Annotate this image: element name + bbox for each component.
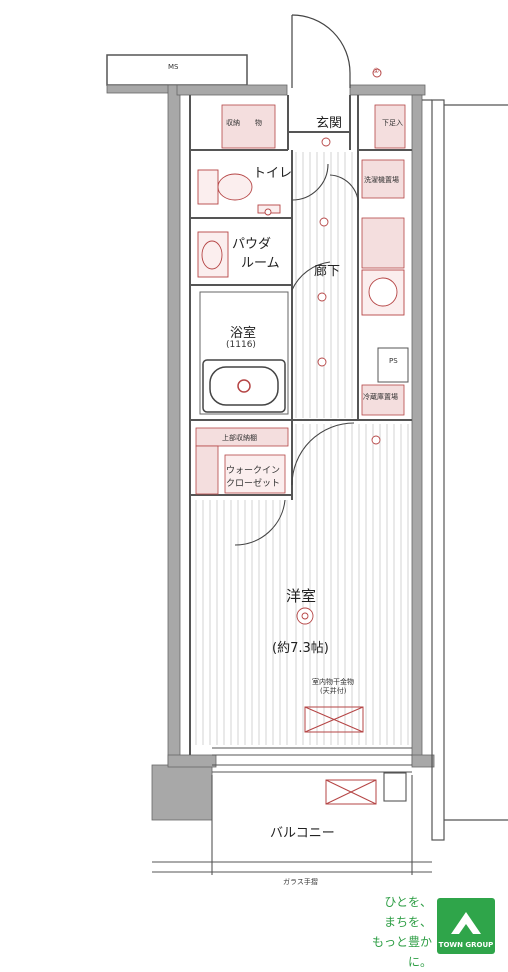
ms-box	[106, 54, 248, 86]
indoor-dryer-label-2: (天井付)	[320, 687, 347, 695]
right-shaft	[422, 99, 508, 841]
balcony-area	[152, 772, 432, 875]
circle-one-label: ①	[373, 67, 380, 75]
bathtub	[202, 359, 286, 413]
storage-small-label: 物	[255, 119, 262, 127]
entrance-label: 玄関	[316, 116, 343, 131]
slogan-line-3: もっと豊かに。	[371, 935, 432, 969]
bath-outline	[199, 291, 289, 415]
fridge-label: 冷蔵庫置場	[363, 393, 398, 401]
western-room-label: 洋室	[286, 587, 317, 605]
powder-basin	[197, 231, 229, 278]
interior-doors	[234, 163, 359, 546]
ac-outdoor-unit	[325, 779, 377, 805]
flooring-stripes	[195, 152, 409, 745]
western-size-label: (約7.3帖)	[272, 641, 329, 656]
bath-size-label: (1116)	[226, 340, 256, 350]
indoor-dryer	[304, 706, 364, 733]
hallway-label: 廊下	[314, 264, 341, 279]
ms-label: MS	[168, 63, 179, 71]
washer-label: 洗濯機置場	[364, 176, 399, 184]
fixtures	[195, 104, 406, 495]
ceiling-lights	[264, 137, 381, 625]
interior-walls	[189, 95, 412, 755]
outer-walls	[106, 84, 435, 821]
slogan-line-1: ひとを、	[384, 895, 432, 909]
town-group-logo: TOWN GROUP	[437, 898, 495, 954]
balcony-label: バルコニー	[270, 826, 335, 841]
powder-room-label-2: ルーム	[241, 256, 280, 271]
marker-circle	[372, 68, 382, 78]
logo-mark-icon	[451, 912, 481, 934]
entrance-door	[291, 14, 351, 88]
glass-rail-label: ガラス手摺	[283, 878, 318, 886]
slogan-line-2: まちを、	[383, 915, 432, 929]
shoe-box-label: 下足入	[382, 119, 403, 127]
logo-text: TOWN GROUP	[438, 941, 494, 949]
toilet-label: トイレ	[253, 166, 293, 181]
ps-label: PS	[389, 357, 398, 365]
kitchen-sink	[361, 269, 405, 316]
slogan: ひとを、 まちを、 もっと豊かに。	[352, 892, 432, 972]
bath-label: 浴室	[230, 326, 257, 341]
storage-label: 収納	[226, 119, 240, 127]
ps-box	[377, 347, 409, 383]
indoor-dryer-label-1: 室内物干金物	[312, 678, 354, 686]
walk-in-label-1: ウォークイン	[226, 466, 281, 476]
shelf-label: 上部収納棚	[222, 434, 257, 442]
walk-in-label-2: クローゼット	[226, 479, 281, 489]
powder-room-label-1: パウダ	[232, 237, 272, 252]
window-sash	[212, 747, 412, 773]
